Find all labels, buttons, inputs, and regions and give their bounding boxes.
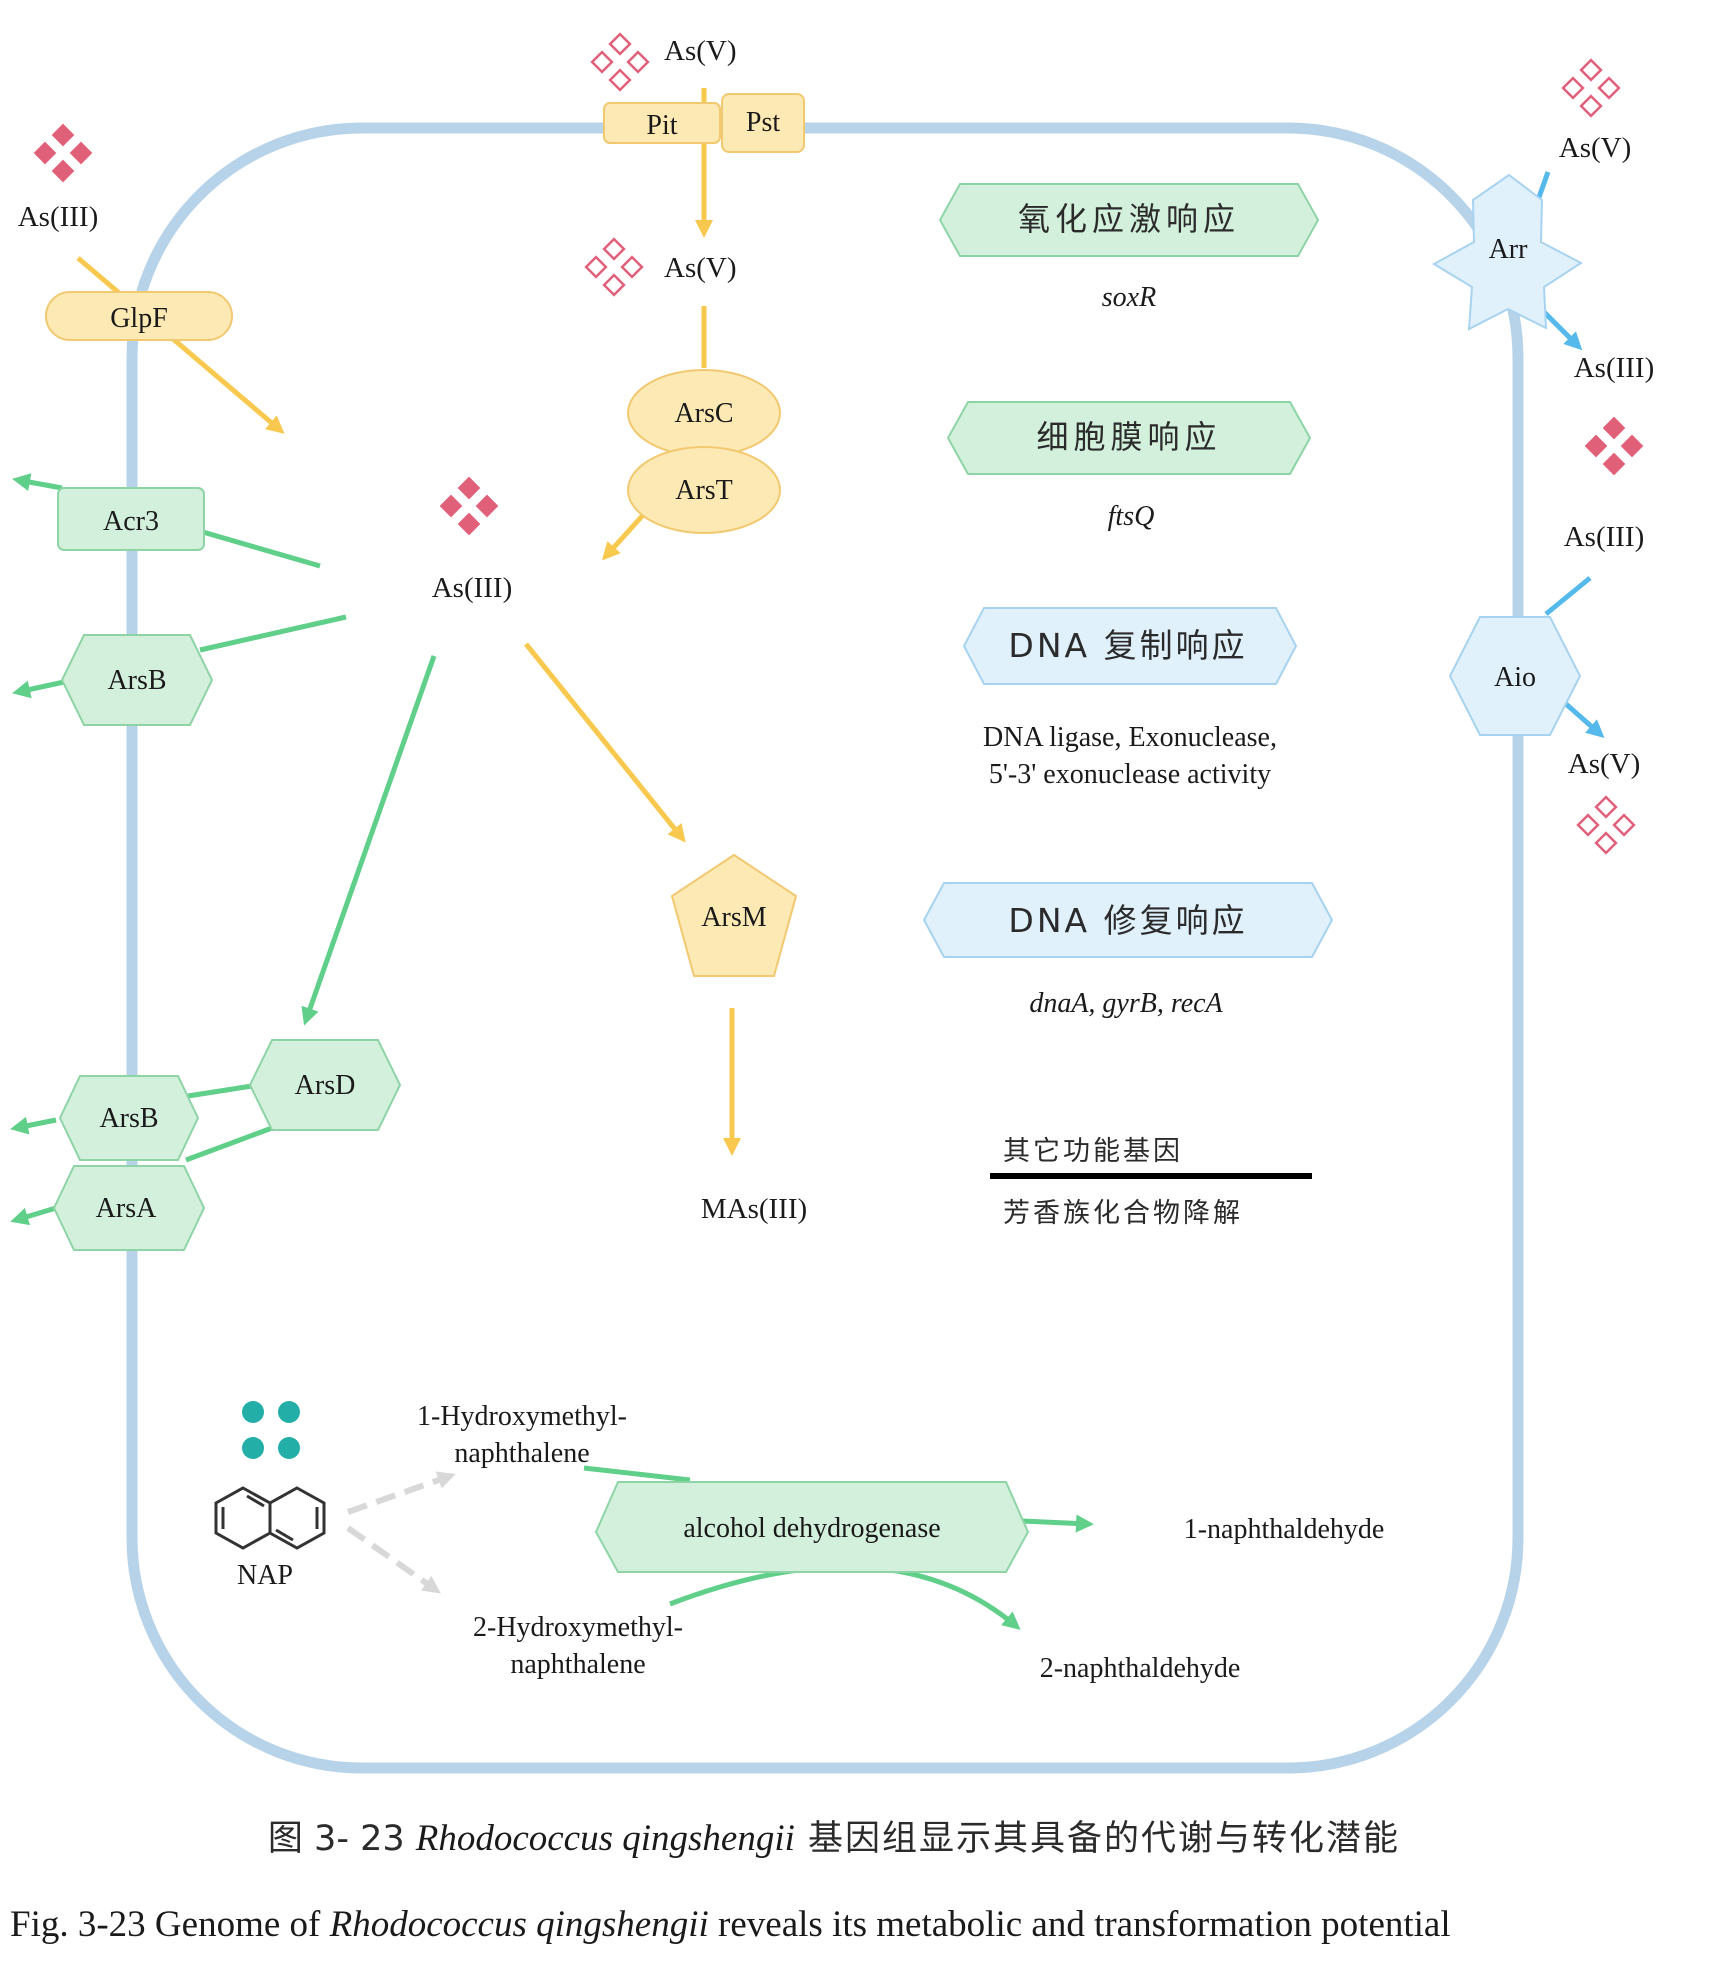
arsenic-v-icon-right-top: [1561, 58, 1621, 118]
caption-en-prefix: Fig. 3-23 Genome of: [10, 1904, 330, 1945]
response-oxidative-stress-title: 氧化应激响应: [1018, 200, 1240, 238]
hydroxy1-label-line2: naphthalene: [454, 1438, 589, 1469]
arsb-upper-pump: [60, 634, 214, 726]
pst-transporter: [721, 93, 805, 153]
as5-top-label: As(V): [664, 35, 737, 67]
glpf-channel: [45, 291, 233, 341]
as5-right-top-label: As(V): [1559, 132, 1632, 164]
arrow-as3-glpf-in: [76, 256, 285, 434]
arrow-as5-to-arr: [1535, 171, 1551, 201]
caption-cn-species: Rhodococcus qingshengii: [415, 1818, 795, 1859]
arrow-as3-to-arsm: [524, 642, 686, 843]
caption-en-suffix: reveals its metabolic and transformation…: [709, 1904, 1451, 1945]
as3-center-label: As(III): [432, 572, 513, 604]
response-oxidative-stress-genes: soxR: [1102, 282, 1156, 313]
alcohol-dehydrogenase-label: alcohol dehydrogenase: [683, 1513, 940, 1544]
arrow-nap-to-hydroxy1: [347, 1471, 456, 1515]
arsd-label: ArsD: [295, 1070, 356, 1101]
response-membrane-banner: [946, 401, 1312, 475]
arrow-nap-to-hydroxy2: [346, 1525, 441, 1594]
response-oxidative-stress-banner: [938, 183, 1320, 257]
response-dna-replication-genes-line1: DNA ligase, Exonuclease,: [983, 722, 1277, 753]
arsenic-v-icon-right-bottom: [1576, 795, 1636, 855]
naphthalene-structure-icon: [214, 1486, 326, 1550]
as5-inside-label: As(V): [664, 252, 737, 284]
as5-right-bottom-label: As(V): [1568, 748, 1641, 780]
arst-enzyme: [627, 446, 781, 534]
response-dna-repair-genes: dnaA, gyrB, recA: [1029, 988, 1223, 1019]
hydroxy1-label-line1: 1-Hydroxymethyl-: [417, 1401, 627, 1432]
mas3-label: MAs(III): [701, 1193, 807, 1225]
arsenic-v-icon-inside: [584, 237, 644, 297]
arsenic-iii-icon-left: [33, 123, 93, 183]
arr-label: Arr: [1489, 234, 1529, 265]
arsc-label: ArsC: [674, 398, 733, 429]
response-dna-repair-banner: [922, 882, 1334, 958]
other-genes-title: 其它功能基因: [1003, 1136, 1183, 1167]
pit-transporter: [603, 102, 721, 144]
pit-label: Pit: [646, 110, 677, 141]
aio-label: Aio: [1494, 662, 1536, 693]
arsa-atpase: [52, 1165, 206, 1251]
arst-label: ArsT: [675, 475, 733, 506]
naphthaldehyde2-label: 2-naphthaldehyde: [1040, 1653, 1241, 1684]
response-dna-replication-genes-line2: 5'-3' exonuclease activity: [989, 759, 1271, 790]
response-membrane-genes: ftsQ: [1108, 501, 1155, 532]
glpf-label: GlpF: [110, 303, 168, 334]
link-hydroxy1-to-adh: [583, 1465, 691, 1483]
acr3-label: Acr3: [103, 506, 159, 537]
hydroxy2-label-line1: 2-Hydroxymethyl-: [473, 1612, 683, 1643]
link-arsd-arsa: [185, 1125, 273, 1163]
as3-right-lower-label: As(III): [1564, 521, 1645, 553]
cell-membrane: [126, 122, 1524, 1774]
caption-chinese: 图 3- 23 Rhodococcus qingshengii 基因组显示其具备…: [268, 1818, 1400, 1859]
arr-reductase: [1432, 173, 1583, 331]
aio-oxidase: [1448, 616, 1582, 736]
response-dna-replication-banner: [962, 607, 1298, 685]
arsenic-iii-icon-center: [439, 476, 499, 536]
other-genes-subtitle: 芳香族化合物降解: [1003, 1198, 1243, 1229]
arsb-upper-label: ArsB: [107, 665, 166, 696]
arrow-as3-to-acr3: [195, 527, 321, 569]
arrow-arst-to-as3: [601, 512, 646, 561]
nap-label: NAP: [237, 1560, 293, 1591]
link-arsd-arsb: [187, 1083, 253, 1099]
caption-cn-prefix: 图 3- 23: [268, 1819, 416, 1859]
arrow-as3-to-arsd: [301, 655, 437, 1026]
response-dna-replication-title: DNA 复制响应: [1008, 626, 1247, 665]
arrow-acr3-efflux: [12, 473, 63, 492]
arsa-label: ArsA: [96, 1193, 157, 1224]
arsd-chaperone: [248, 1039, 402, 1131]
nap-molecule-dots: [242, 1401, 300, 1459]
arrow-adh-to-naphthaldehyde1: [1021, 1514, 1094, 1533]
alcohol-dehydrogenase-enzyme: [594, 1481, 1030, 1573]
response-membrane-title: 细胞膜响应: [1036, 418, 1221, 456]
caption-cn-suffix: 基因组显示其具备的代谢与转化潜能: [795, 1819, 1400, 1859]
response-dna-repair-title: DNA 修复响应: [1008, 901, 1247, 940]
arrow-arsb-lower-efflux: [10, 1116, 57, 1135]
pst-label: Pst: [746, 107, 780, 138]
acr3-pump: [57, 487, 205, 551]
as3-left-label: As(III): [18, 201, 99, 233]
arrow-arsb-efflux: [12, 679, 65, 699]
as3-right-mid-label: As(III): [1574, 352, 1655, 384]
arsm-enzyme: [670, 853, 798, 977]
arrow-arsa-efflux: [10, 1205, 57, 1226]
arrow-as3-to-arsb: [199, 614, 347, 653]
arrow-as3-to-aio: [1544, 576, 1592, 616]
naphthaldehyde1-label: 1-naphthaldehyde: [1184, 1514, 1385, 1545]
caption-english: Fig. 3-23 Genome of Rhodococcus qingshen…: [10, 1904, 1451, 1945]
arrow-aio-to-as5: [1564, 702, 1605, 738]
arrow-hydroxy2-to-naphthaldehyde2: [669, 1564, 1021, 1630]
arsm-label: ArsM: [701, 902, 766, 933]
arsb-lower-label: ArsB: [99, 1103, 158, 1134]
caption-en-species: Rhodococcus qingshengii: [329, 1904, 709, 1945]
arsb-lower-pump: [58, 1075, 200, 1161]
arsenic-v-icon-top: [590, 32, 650, 92]
arsenic-iii-icon-right: [1584, 416, 1644, 476]
hydroxy2-label-line2: naphthalene: [510, 1649, 645, 1680]
